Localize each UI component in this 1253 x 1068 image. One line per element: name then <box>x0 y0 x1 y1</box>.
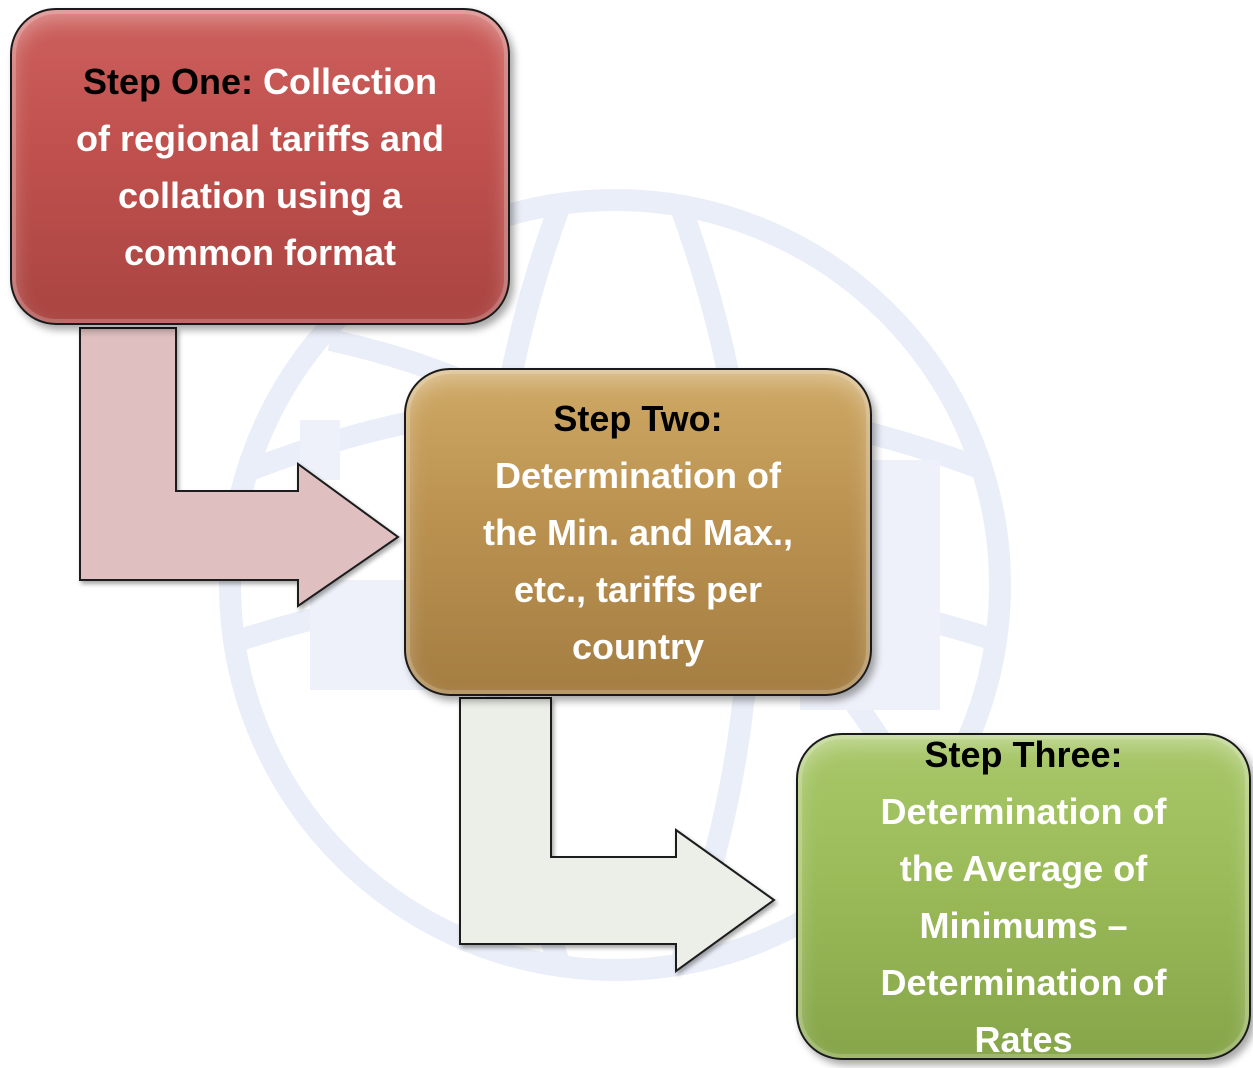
step-one-label: Step One: <box>82 60 253 102</box>
bent-arrow-step-two-to-three <box>459 697 776 973</box>
bent-arrow-step-one-to-two <box>79 327 400 608</box>
step-three-label: Step Three: <box>924 733 1123 775</box>
step-two-label: Step Two: <box>553 397 723 439</box>
